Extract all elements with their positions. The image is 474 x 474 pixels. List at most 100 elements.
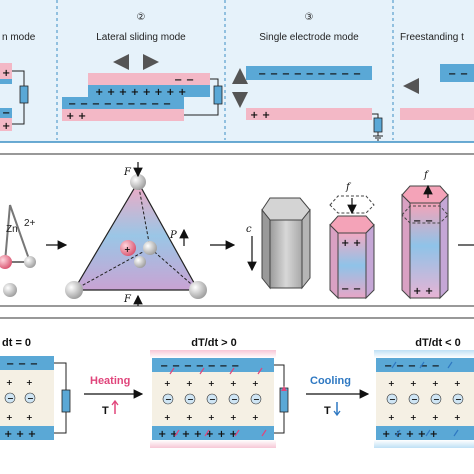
cool-mark-icon [391,361,453,369]
svg-text:+: + [164,413,171,422]
lateral-sliding-illustration: − − + + + + + + + + − − − − − − − − − + … [62,54,223,122]
mode-label: Single electrode mode [259,32,359,43]
svg-text:+: + [2,121,10,132]
atom-icon [143,241,157,255]
svg-text:−: − [389,395,396,404]
equilibrium-state: − − − + + + ++ − − ++ [0,356,71,440]
svg-text:+: + [186,379,193,388]
atom-icon [24,256,36,268]
mode-label: Freestanding t [400,32,464,43]
panel-b: Zn 2+ + F F P c [0,153,474,307]
small-force-label: f [423,170,430,181]
svg-text:+: + [230,379,237,388]
resistor-icon [279,387,289,413]
svg-text:+ +: + + [413,286,433,297]
svg-text:+: + [410,379,417,388]
svg-text:−: − [209,395,216,404]
heat-mark-icon [174,429,267,437]
pink-layer [400,108,474,120]
resistor-icon [61,389,71,413]
svg-text:− − − − − − − − −: − − − − − − − − − [68,99,171,110]
mode-number: ② [137,12,146,23]
svg-text:+: + [6,378,13,387]
atom-icon [130,174,146,190]
blue-layer [246,66,372,80]
tetrahedron: + F F P [65,162,207,306]
mode-label: n mode [2,32,36,43]
svg-text:+: + [454,413,461,422]
svg-text:− −: − − [413,216,433,227]
svg-text:+ +: + + [341,238,361,249]
svg-text:− − −: − − − [6,359,38,370]
mode-label: Lateral sliding mode [96,32,186,43]
blue-layer [88,85,210,97]
resistor-icon [19,85,29,104]
atom-icon [134,256,146,268]
ground-icon [373,132,383,141]
blue-layer [62,97,184,109]
svg-text:−: − [187,395,194,404]
svg-text:−: − [455,395,462,404]
svg-text:+: + [388,379,395,388]
zn-atom-icon [120,240,136,256]
svg-text:−: − [7,394,14,403]
svg-text:+: + [252,379,259,388]
resistor-icon [373,117,383,133]
ion-charge: 2+ [24,218,36,229]
hexagonal-prism [261,197,311,290]
heating-state: − − − − − − − + + + + + + + +++++ − − − … [150,350,289,448]
svg-text:+: + [432,379,439,388]
svg-text:+: + [230,413,237,422]
svg-text:+ +: + + [250,110,270,121]
cooling-state: − − − − − + + + + + ++++ − − − − ++++ [374,350,474,448]
svg-text:+: + [410,413,417,422]
axis-c-label: c [246,224,252,235]
svg-text:+: + [252,413,259,422]
svg-text:+ + +: + + + [4,429,36,440]
stretched-prism: − − + + f [401,170,449,300]
current-arrow-icon [281,386,287,391]
svg-text:+: + [164,379,171,388]
panel-a: n mode ② Lateral sliding mode ③ Single e… [0,0,474,143]
heat-mark-icon [169,367,263,375]
zn-structure: Zn 2+ [0,204,36,297]
svg-text:+: + [186,413,193,422]
small-force-label: f [345,182,352,193]
svg-text:+: + [208,379,215,388]
svg-text:−: − [2,108,10,119]
zn-atom-icon [0,255,12,269]
single-electrode-illustration: − − − − − − − − − + + [232,66,383,141]
svg-text:−: − [165,395,172,404]
pink-layer [88,73,210,85]
svg-text:− −: − − [174,75,194,86]
svg-text:+: + [432,413,439,422]
svg-text:−: − [253,395,260,404]
svg-text:+: + [208,413,215,422]
svg-text:+: + [26,378,33,387]
svg-text:+ + + + + + + +: + + + + + + + + [95,87,186,98]
svg-text:− −: − − [341,284,361,295]
cooling-symbol: T [324,405,331,417]
svg-text:+: + [454,379,461,388]
freestanding-illustration: − − [400,64,474,120]
svg-text:−: − [27,394,34,403]
polarization-label: P [169,230,177,241]
pink-layer [246,108,372,120]
state-label: dt = 0 [2,337,31,349]
panel-c: dt = 0 dT/dt > 0 dT/dt < 0 − − − + + + +… [0,317,474,474]
svg-text:+: + [26,413,33,422]
state-label: dT/dt > 0 [191,337,237,349]
svg-text:+ +: + + [66,111,86,122]
cooling-label: Cooling [310,375,351,387]
atom-icon [3,283,17,297]
mode-number: ③ [305,12,314,23]
blue-layer [440,64,474,82]
svg-text:+: + [388,413,395,422]
contact-mode-illustration: + − + [0,63,29,132]
pink-layer [62,109,184,121]
ion-label: Zn [6,224,18,235]
svg-text:+: + [124,245,131,254]
atom-icon [189,281,207,299]
svg-text:− − − − − − − − −: − − − − − − − − − [258,69,361,80]
